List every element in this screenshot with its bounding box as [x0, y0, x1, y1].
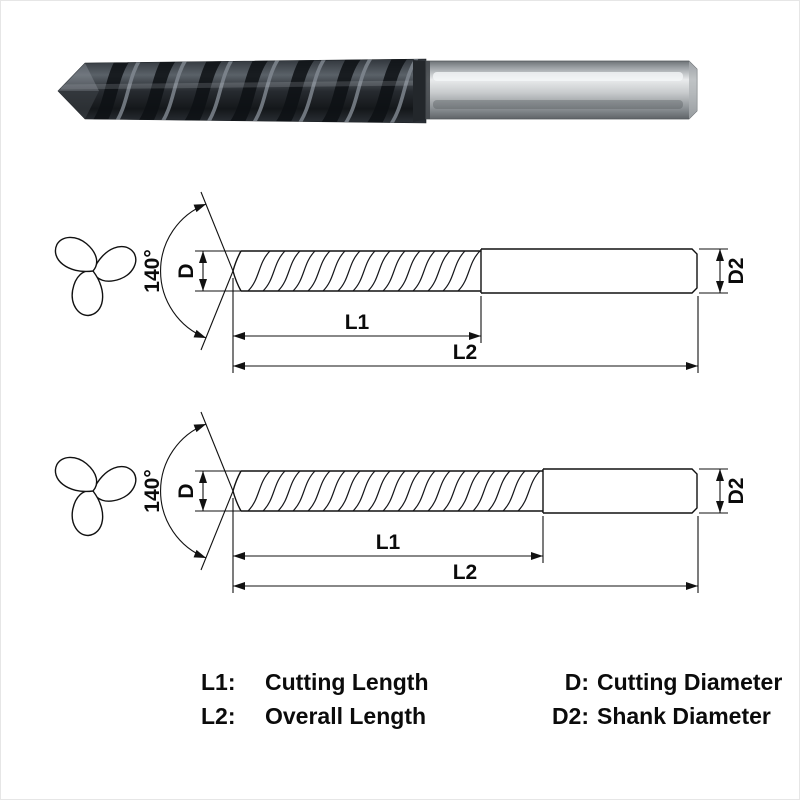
helix-line [247, 250, 271, 292]
helix-line [487, 470, 511, 512]
flute-helix-lines [247, 250, 481, 292]
helix-line [442, 470, 466, 512]
legend-l2-desc: Overall Length [265, 703, 427, 729]
helix-line [502, 470, 526, 512]
point-angle-label: 140° [141, 469, 164, 512]
helix-line [292, 250, 316, 292]
helix-line [457, 250, 481, 292]
photo-shank-shadow-band [433, 100, 683, 109]
drill-tip-lower [232, 270, 242, 292]
helix-line [397, 470, 421, 512]
end-view [49, 228, 137, 321]
legend-d2-desc: Shank Diameter [597, 703, 771, 729]
helix-line [352, 250, 376, 292]
point-angle-label: 140° [141, 249, 164, 292]
photo-neck-transition [413, 60, 426, 122]
drill-tip-lower [232, 490, 242, 512]
helix-line [262, 470, 286, 512]
helix-line [412, 470, 436, 512]
helix-line [472, 470, 496, 512]
helix-line [337, 250, 361, 292]
point-angle-edge-upper [200, 411, 234, 492]
helix-line [517, 470, 541, 512]
photo-shank-joint-ring [426, 61, 430, 119]
technical-drawing-1: 140° D L1 L2 D2 [49, 191, 748, 373]
helix-line [382, 250, 406, 292]
helix-line [382, 470, 406, 512]
helix-line [352, 470, 376, 512]
flute-helix-lines [247, 470, 541, 512]
helix-line [367, 470, 391, 512]
l1-label: L1 [376, 531, 401, 554]
helix-line [322, 250, 346, 292]
point-angle-arc [160, 423, 207, 559]
point-angle-edge-lower [200, 490, 234, 571]
helix-line [457, 470, 481, 512]
legend-l2-label: L2: [201, 703, 236, 729]
helix-line [247, 470, 271, 512]
helix-line [442, 250, 466, 292]
legend-d-label: D: [564, 669, 589, 695]
l2-label: L2 [453, 561, 478, 584]
helix-line [307, 250, 331, 292]
helix-line [277, 250, 301, 292]
technical-drawing-2: 140° D L1 L2 D2 [49, 411, 748, 593]
d2-label: D2 [725, 258, 748, 285]
helix-line [322, 470, 346, 512]
point-angle-edge-upper [200, 191, 234, 272]
helix-line [262, 250, 286, 292]
l1-label: L1 [345, 311, 370, 334]
helix-line [277, 470, 301, 512]
drill-diagram-canvas: 140° D L1 L2 D2 140° [49, 58, 748, 593]
legend-d-desc: Cutting Diameter [597, 669, 783, 695]
drill-shank-outline [481, 248, 698, 294]
end-view [49, 448, 137, 541]
helix-line [366, 59, 408, 123]
helix-line [295, 59, 329, 123]
helix-line [337, 470, 361, 512]
l2-label: L2 [453, 341, 478, 364]
helix-line [320, 59, 362, 123]
d2-label: D2 [725, 478, 748, 505]
point-angle-edge-lower [200, 270, 234, 351]
point-angle-arc [160, 203, 207, 339]
helix-line [412, 250, 436, 292]
helix-line [228, 59, 270, 123]
helix-line [274, 59, 316, 123]
helix-line [203, 59, 237, 123]
helix-line [427, 250, 451, 292]
product-photo [57, 58, 698, 124]
d-label: D [175, 483, 198, 498]
helix-line [249, 59, 283, 123]
photo-sheen [60, 80, 422, 90]
drill-tip-upper [232, 470, 242, 492]
photo-shank-endcap [689, 61, 697, 119]
drill-tip-upper [232, 250, 242, 272]
photo-tip-facet-top [58, 63, 99, 91]
helix-line [307, 470, 331, 512]
photo-tip-facet-bottom [58, 91, 99, 119]
helix-line [341, 59, 375, 123]
helix-line [397, 250, 421, 292]
legend-d2-label: D2: [551, 703, 589, 729]
legend-l1-desc: Cutting Length [265, 669, 429, 695]
legend-l1-label: L1: [201, 669, 236, 695]
photo-shank-highlight [433, 72, 683, 81]
helix-line [292, 470, 316, 512]
helix-line [367, 250, 391, 292]
d-label: D [175, 263, 198, 278]
helix-line [427, 470, 451, 512]
photo-shank [425, 60, 698, 120]
legend: L1: Cutting Length D: Cutting Diameter L… [201, 669, 782, 730]
drill-shank-outline [543, 468, 698, 514]
